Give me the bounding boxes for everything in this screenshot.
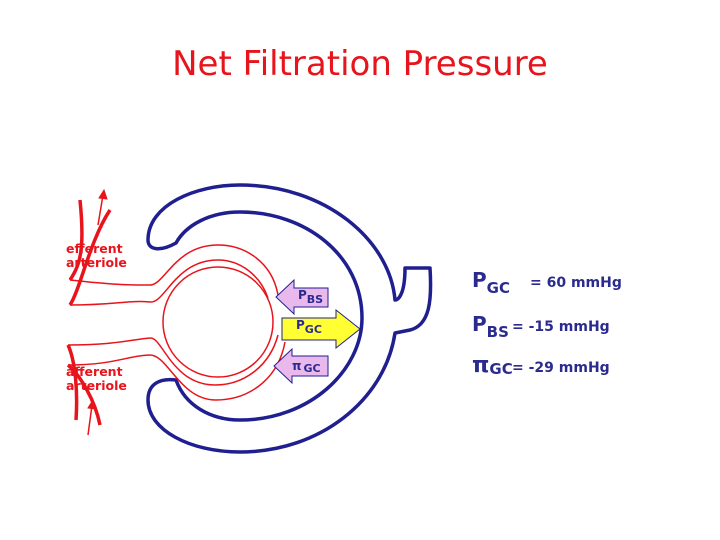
afferent-label-line-2: arteriole [66, 378, 127, 393]
slide-title: Net Filtration Pressure [172, 44, 548, 84]
equation-pgc: PGC= 60 mmHg [472, 268, 622, 297]
equation-pigc: πGC= -29 mmHg [472, 353, 610, 378]
afferent-flow-arrow-icon [87, 398, 97, 436]
flow-arrows [87, 188, 108, 436]
pgc-arrow: PGC [281, 308, 361, 350]
efferent-flow-arrow-icon [97, 188, 108, 226]
equations: PGC= 60 mmHg PBS= -15 mmHg πGC= -29 mmHg [472, 268, 622, 378]
efferent-label-line-2: arteriole [66, 255, 127, 270]
efferent-label-line-1: efferent [66, 241, 123, 256]
capillary-tuft [66, 199, 286, 426]
pbs-arrow: PBS [275, 278, 329, 316]
afferent-label: afferent arteriole [66, 364, 127, 393]
bowmans-capsule [146, 183, 433, 454]
efferent-label: efferent arteriole [66, 241, 127, 270]
equation-pbs: PBS= -15 mmHg [472, 312, 610, 341]
afferent-label-line-1: afferent [66, 364, 123, 379]
pbs-arrow-label: PBS [298, 288, 323, 306]
pgc-arrow-label: PGC [296, 318, 322, 336]
